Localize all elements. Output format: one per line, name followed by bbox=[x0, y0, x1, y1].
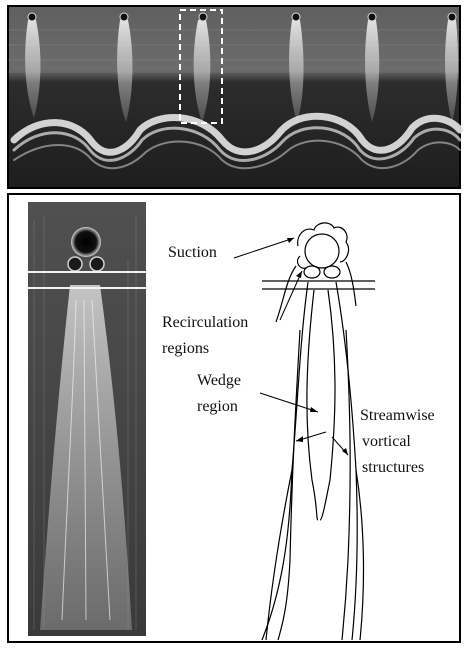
label-wedge-2: region bbox=[197, 398, 238, 415]
label-streamwise-1: Streamwise bbox=[360, 407, 435, 424]
label-recirculation-1: Recirculation bbox=[162, 314, 248, 331]
label-wedge-1: Wedge bbox=[197, 372, 241, 389]
top-flow-image bbox=[8, 6, 460, 188]
label-streamwise-3: structures bbox=[362, 459, 424, 476]
label-recirculation-2: regions bbox=[162, 340, 209, 357]
label-streamwise-2: vortical bbox=[362, 433, 411, 450]
label-suction: Suction bbox=[168, 244, 217, 261]
zoomed-flow-image bbox=[28, 202, 146, 636]
zoomed-suction-hole bbox=[71, 227, 101, 257]
